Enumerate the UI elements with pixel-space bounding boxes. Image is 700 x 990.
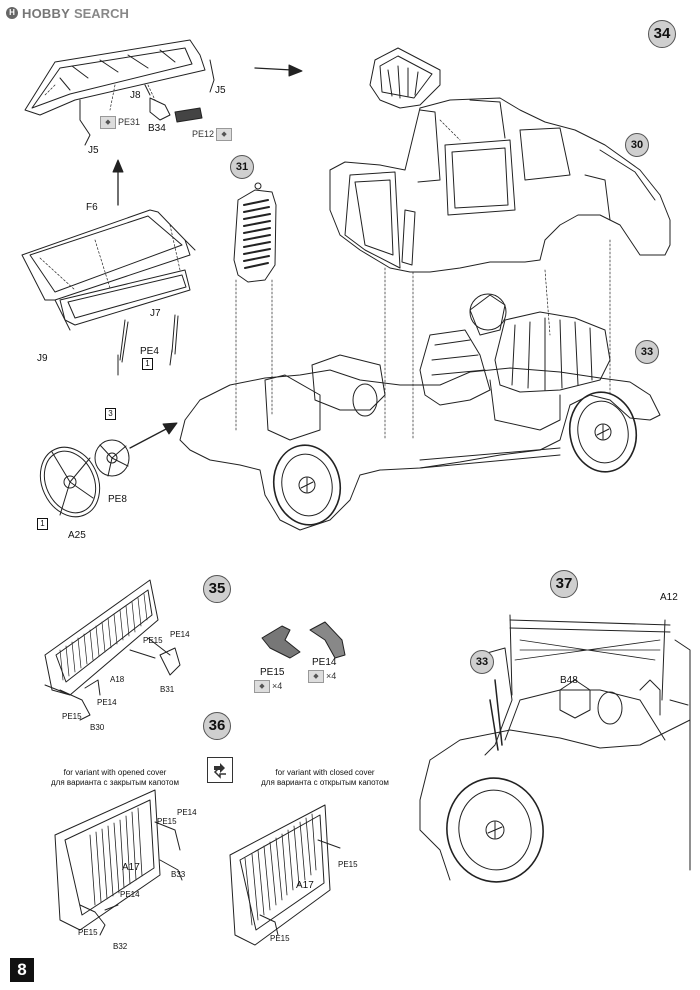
car-chassis: [179, 293, 661, 531]
variant-note-right: for variant with closed cover для вариан…: [250, 768, 400, 788]
photo-etch-icon: ◆: [216, 127, 233, 141]
windshield-frame-lower: [21, 209, 196, 376]
hinge-parts: [261, 621, 346, 659]
label-b34: B34: [148, 123, 166, 134]
label-j7: J7: [150, 308, 161, 319]
ref-step-30-badge: 30: [625, 133, 649, 157]
label-j5-left: J5: [88, 145, 99, 156]
label-pe12: PE12: [192, 129, 215, 139]
s36l-label-pe14b: PE14: [120, 890, 140, 899]
grille-part: [233, 182, 277, 283]
photo-etch-icon: ◆: [308, 669, 324, 683]
s36r-label-pe15b: PE15: [270, 934, 290, 943]
s35-label-pe14b: PE14: [97, 698, 117, 707]
pe8-qty-box: 3: [105, 408, 116, 420]
label-j8: J8: [130, 90, 141, 101]
s35-grille-panel: [44, 579, 181, 721]
pe31-badge: ◆ PE31: [100, 115, 141, 129]
s37-label-b48: B48: [560, 675, 578, 686]
steering-wheel: [39, 439, 130, 518]
watermark-logo: H HOBBY SEARCH: [6, 5, 129, 21]
s36l-label-pe15b: PE15: [78, 928, 98, 937]
hobby-search-logo-icon: H: [6, 7, 18, 19]
s36l-label-pe15: PE15: [157, 817, 177, 826]
variant-note-left-ru: для варианта с закрытым капотом: [51, 778, 179, 787]
s36r-label-pe15: PE15: [338, 860, 358, 869]
s37-front-wheel: [446, 777, 544, 883]
mid-label-pe14: PE14: [312, 657, 337, 668]
step-37-badge: 37: [550, 570, 578, 598]
variant-note-right-en: for variant with closed cover: [275, 768, 375, 777]
pe12-badge: PE12 ◆: [192, 127, 233, 141]
windshield-frame-top: [24, 39, 215, 146]
logo-text-part2: SEARCH: [73, 5, 129, 21]
s36l-label-b32: B32: [113, 942, 128, 951]
step-35-badge: 35: [203, 575, 231, 603]
ref-step-31-badge: 31: [230, 155, 254, 179]
step-34-badge: 34: [648, 20, 676, 48]
page-number: 8: [10, 958, 34, 982]
label-pe8: PE8: [108, 494, 127, 505]
photo-etch-icon: ◆: [254, 679, 270, 693]
front-wheel: [272, 444, 342, 526]
variant-swap-icon: [207, 757, 233, 783]
s35-label-a18: A18: [110, 675, 125, 684]
s36l-label-a17: A17: [122, 862, 140, 873]
s36l-label-pe14: PE14: [177, 808, 197, 817]
variant-note-left: for variant with opened cover для вариан…: [40, 768, 190, 788]
car-body-upper: [329, 47, 671, 273]
s35-label-pe15b: PE15: [62, 712, 82, 721]
variant-note-right-ru: для варианта с открытым капотом: [261, 778, 389, 787]
label-a25: A25: [68, 530, 86, 541]
label-j9: J9: [37, 353, 48, 364]
ref-step-33-badge-b: 33: [470, 650, 494, 674]
label-f6: F6: [86, 202, 98, 213]
label-pe31: PE31: [118, 117, 141, 127]
s35-label-pe15: PE15: [143, 636, 163, 645]
a25-qty-box: 1: [37, 518, 48, 530]
s36l-label-b33: B33: [171, 870, 186, 879]
s36r-label-a17: A17: [296, 880, 314, 891]
s36-right-grille: [229, 804, 341, 946]
s37-label-a12: A12: [660, 592, 678, 603]
mid-label-pe15: PE15: [260, 667, 285, 678]
s35-label-b31: B31: [160, 685, 175, 694]
rear-wheel: [568, 391, 638, 473]
s35-label-pe14: PE14: [170, 630, 190, 639]
s35-label-b30: B30: [90, 723, 105, 732]
mid-pe14-qty: ◆ ×4: [308, 669, 336, 683]
label-pe4: PE4: [140, 346, 159, 357]
logo-text-part1: HOBBY: [22, 5, 70, 21]
ref-step-33-badge: 33: [635, 340, 659, 364]
label-j5-top: J5: [215, 85, 226, 96]
pe4-qty-box: 1: [142, 358, 153, 370]
s36-left-grille: [54, 789, 183, 936]
step-36-badge: 36: [203, 712, 231, 740]
mid-pe15-qty: ◆ ×4: [254, 679, 282, 693]
variant-note-left-en: for variant with opened cover: [63, 768, 167, 777]
car-front-open-hood: [419, 614, 691, 881]
photo-etch-icon: ◆: [100, 115, 116, 129]
